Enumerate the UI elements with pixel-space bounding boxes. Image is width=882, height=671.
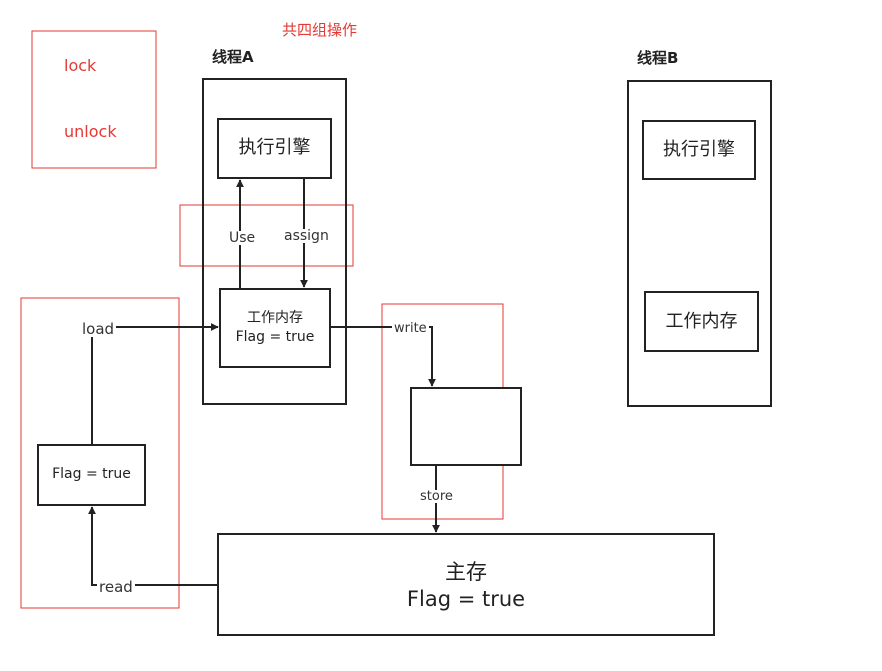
- thread-b-engine-label: 执行引擎: [663, 139, 735, 160]
- thread-b-box: [627, 80, 772, 407]
- main-memory-box: [217, 533, 715, 636]
- read-load-group-box: [20, 297, 180, 609]
- thread-a-work-memory-flag: Flag = true: [235, 329, 315, 345]
- thread-a-title: 线程A: [212, 48, 254, 66]
- lock-unlock-group-box: [31, 30, 157, 169]
- load-arrow: [91, 323, 219, 445]
- write-arrow: [330, 326, 436, 387]
- store-buffer-box: [410, 387, 522, 466]
- thread-b-title: 线程B: [637, 49, 679, 67]
- unlock-label: unlock: [64, 122, 117, 141]
- lock-label: lock: [64, 56, 97, 75]
- thread-a-engine-label: 执行引擎: [238, 137, 311, 158]
- use-assign-group-box: [179, 204, 354, 267]
- thread-a-work-memory-box: [219, 288, 331, 368]
- thread-b-work-memory-label: 工作内存: [665, 311, 738, 332]
- thread-a-box: [202, 78, 347, 405]
- thread-b-work-memory-box: [644, 291, 759, 352]
- load-op-label: load: [80, 320, 117, 338]
- thread-b-engine-box: [642, 120, 756, 180]
- use-op-label: Use: [227, 230, 258, 246]
- store-op-label: store: [418, 489, 455, 504]
- thread-a-engine-box: [217, 118, 332, 179]
- read-copy-flag: Flag = true: [52, 466, 131, 482]
- read-op-label: read: [97, 578, 135, 596]
- main-memory-label: 主存: [445, 560, 487, 584]
- main-memory-flag: Flag = true: [406, 587, 526, 611]
- thread-a-work-memory-label: 工作内存: [247, 310, 303, 326]
- read-arrow: [88, 506, 218, 586]
- write-op-label: write: [392, 321, 429, 336]
- diagram-title: 共四组操作: [282, 21, 358, 39]
- assign-op-label: assign: [282, 228, 331, 244]
